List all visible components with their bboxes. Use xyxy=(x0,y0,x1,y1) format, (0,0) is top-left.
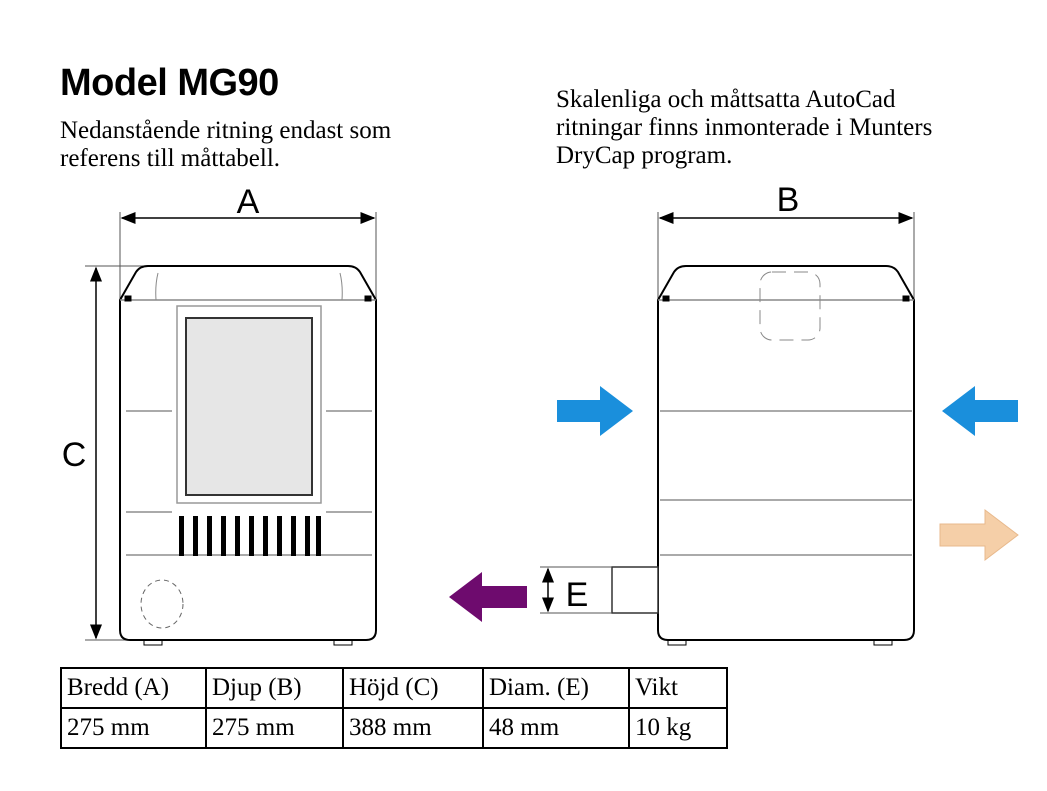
inlet-arrow-right-icon xyxy=(942,386,1018,436)
note-right-line: ritningar finns inmonterade i Munters xyxy=(556,114,933,141)
header-cell: Diam. (E) xyxy=(482,667,630,709)
value-cell: 275 mm xyxy=(60,707,207,749)
header-cell: Vikt xyxy=(628,667,728,709)
dimension-diagram: A C B E xyxy=(62,181,1019,646)
outlet-duct xyxy=(611,566,659,614)
label-c: C xyxy=(62,436,87,474)
table-header-row: Bredd (A) Djup (B) Höjd (C) Diam. (E) Vi… xyxy=(60,667,728,709)
value-cell: 10 kg xyxy=(628,707,728,749)
label-b: B xyxy=(777,181,800,219)
side-view-unit xyxy=(540,212,915,646)
note-left-line: Nedanstående ritning endast som xyxy=(60,117,392,144)
note-left-line: referens till måttabell. xyxy=(60,145,281,172)
warm-outlet-arrow-icon xyxy=(939,508,1019,562)
dimension-table: Bredd (A) Djup (B) Höjd (C) Diam. (E) Vi… xyxy=(60,667,728,749)
table-row: 275 mm 275 mm 388 mm 48 mm 10 kg xyxy=(60,707,728,749)
note-right: Skalenliga och måttsatta AutoCad ritning… xyxy=(556,86,932,170)
inlet-arrow-left-icon xyxy=(557,386,633,436)
header-cell: Djup (B) xyxy=(205,667,344,709)
value-cell: 275 mm xyxy=(205,707,344,749)
value-cell: 48 mm xyxy=(482,707,630,749)
label-a: A xyxy=(237,183,260,221)
note-left: Nedanstående ritning endast som referens… xyxy=(60,117,391,173)
note-right-line: Skalenliga och måttsatta AutoCad xyxy=(556,86,896,113)
hose-circle xyxy=(140,579,184,629)
vent-grille xyxy=(179,516,321,556)
page-title: Model MG90 xyxy=(60,62,279,104)
front-view-unit xyxy=(85,212,377,646)
label-e: E xyxy=(566,576,589,614)
value-cell: 388 mm xyxy=(342,707,484,749)
dry-outlet-arrow-icon xyxy=(449,572,527,622)
display-window xyxy=(185,317,313,496)
note-right-line: DryCap program. xyxy=(556,142,733,169)
handle-outline xyxy=(759,271,821,341)
header-cell: Höjd (C) xyxy=(342,667,484,709)
header-cell: Bredd (A) xyxy=(60,667,207,709)
